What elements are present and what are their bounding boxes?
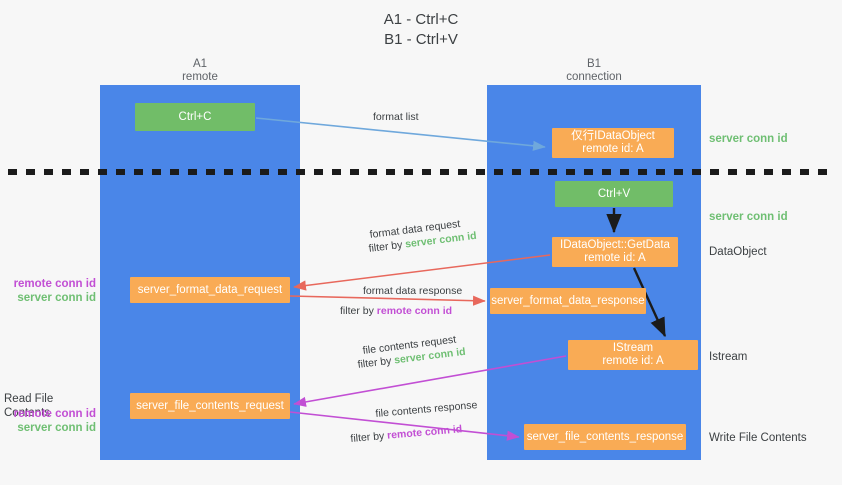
label-left-server-conn-id-1: server conn id (17, 292, 96, 304)
label-right-server-conn-id-top: server conn id (709, 133, 788, 145)
node-server-format-data-request[interactable]: server_format_data_request (130, 277, 290, 303)
filter-value-remote-conn-id: remote conn id (376, 305, 453, 317)
filter-prefix: filter by (350, 429, 388, 445)
filter-prefix: filter by (340, 305, 377, 317)
edge-label-file-contents-response: file contents response (375, 399, 478, 420)
label-left-conn-ids-bottom: remote conn id server conn id (10, 407, 96, 435)
label-left-conn-ids-top: remote conn id server conn id (10, 277, 96, 305)
node-server-file-contents-response[interactable]: server_file_contents_response (524, 424, 686, 450)
label-right-dataobject: DataObject (709, 246, 767, 258)
label-left-read-file-contents: Read File Contents (4, 393, 54, 419)
node-ctrl-v[interactable]: Ctrl+V (555, 181, 673, 207)
label-left-remote-conn-id-1: remote conn id (13, 278, 96, 290)
filter-prefix: filter by (368, 238, 406, 255)
label-right-write-file-contents: Write File Contents (709, 432, 807, 444)
column-header-b1: B1 connection (566, 58, 622, 83)
diagram-title: A1 - Ctrl+C B1 - Ctrl+V (383, 11, 459, 48)
edge-label-format-data-response: format data response (363, 285, 463, 297)
node-server-format-data-response[interactable]: server_format_data_response (490, 288, 646, 314)
edge-label-format-list: format list (373, 111, 419, 123)
node-idataobject[interactable]: 仅行IDataObject remote id: A (552, 128, 674, 158)
label-left-server-conn-id-2: server conn id (17, 422, 96, 434)
label-left-remote-conn-id-2: remote conn id (13, 408, 96, 420)
label-right-server-conn-id-mid: server conn id (709, 211, 788, 223)
filter-value-remote-conn-id: remote conn id (386, 423, 463, 442)
edge-label-format-data-response-filter: filter by remote conn id (340, 305, 452, 317)
label-right-istream: Istream (709, 351, 748, 363)
column-header-a1: A1 remote (182, 58, 218, 83)
node-istream[interactable]: IStream remote id: A (568, 340, 698, 370)
edge-label-file-contents-response-filter: filter by remote conn id (350, 423, 463, 445)
node-idataobject-getdata[interactable]: IDataObject::GetData remote id: A (552, 237, 678, 267)
node-server-file-contents-request[interactable]: server_file_contents_request (130, 393, 290, 419)
node-ctrl-c[interactable]: Ctrl+C (135, 103, 255, 131)
